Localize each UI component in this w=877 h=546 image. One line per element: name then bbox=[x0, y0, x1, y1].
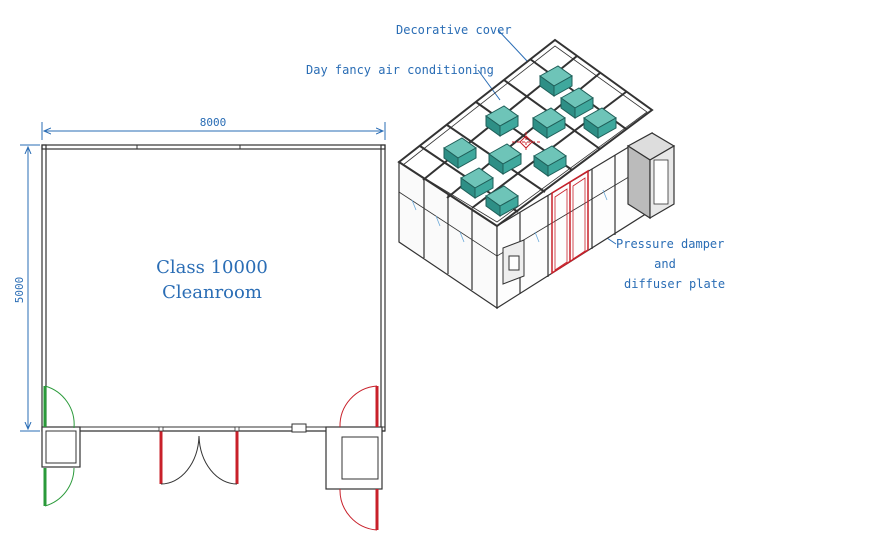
height-dimension: 5000 bbox=[13, 144, 40, 432]
right-air-shower bbox=[325, 426, 383, 490]
room-title-line2: Cleanroom bbox=[162, 282, 262, 303]
wall-vent bbox=[291, 423, 307, 433]
ffu-unit bbox=[539, 65, 573, 97]
width-dimension: 8000 bbox=[41, 116, 386, 140]
ffu-unit bbox=[533, 145, 567, 177]
iso-walls bbox=[398, 131, 653, 310]
height-dimension-label: 5000 bbox=[13, 277, 26, 304]
ffu-unit bbox=[560, 87, 594, 119]
center-marker bbox=[512, 132, 540, 152]
main-double-door bbox=[158, 426, 240, 485]
leader-ac bbox=[477, 69, 501, 101]
label-air-conditioning: Day fancy air conditioning bbox=[306, 63, 494, 77]
ffu-unit bbox=[460, 167, 494, 199]
iso-double-door bbox=[551, 169, 589, 275]
ffu-unit bbox=[485, 185, 519, 217]
width-dimension-label: 8000 bbox=[200, 116, 227, 129]
left-pass-box bbox=[41, 426, 81, 468]
leader-cover bbox=[497, 29, 529, 63]
ffu-unit bbox=[532, 107, 566, 139]
room-title-line1: Class 10000 bbox=[156, 257, 268, 278]
ffu-units bbox=[443, 65, 617, 217]
right-door-red bbox=[339, 385, 379, 531]
ffu-unit bbox=[583, 107, 617, 139]
isometric-view: Decorative cover Day fancy air condition… bbox=[306, 23, 725, 310]
left-door-green bbox=[43, 385, 75, 507]
ffu-unit bbox=[485, 105, 519, 137]
label-damper-2: and bbox=[654, 257, 676, 271]
iso-pass-box bbox=[502, 239, 525, 285]
floor-plan: 8000 5000 Class 10000 Cleanroom bbox=[13, 116, 386, 531]
label-damper-1: Pressure damper bbox=[616, 237, 724, 251]
label-decorative-cover: Decorative cover bbox=[396, 23, 512, 37]
label-damper-3: diffuser plate bbox=[624, 277, 725, 291]
iso-air-shower bbox=[626, 132, 676, 220]
ffu-unit bbox=[488, 143, 522, 175]
ffu-unit bbox=[443, 137, 477, 169]
